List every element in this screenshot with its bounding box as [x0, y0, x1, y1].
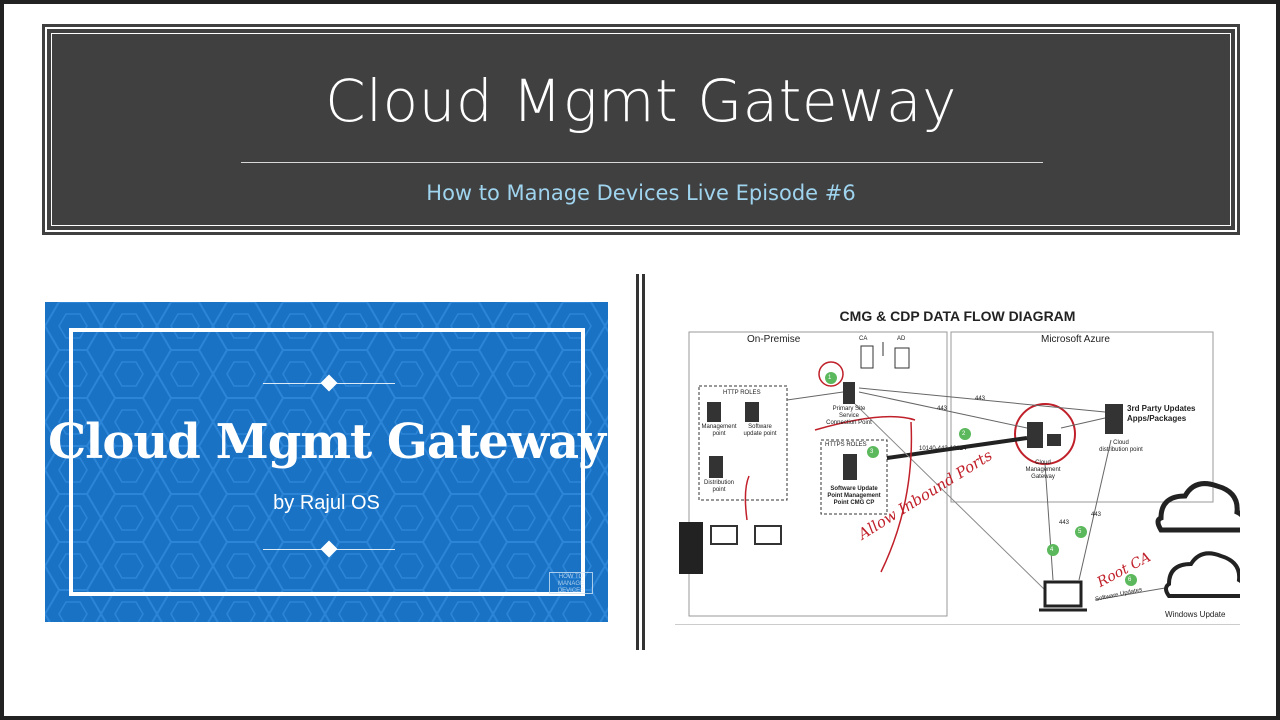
- distribution-point-label: Distribution point: [703, 480, 734, 493]
- cmg-label: Cloud Management Gateway: [1025, 460, 1061, 480]
- banner-subtitle: How to Manage Devices Live Episode #6: [426, 181, 856, 205]
- separator-line-right: [642, 274, 645, 650]
- diagram-title: CMG & CDP DATA FLOW DIAGRAM: [839, 308, 1076, 324]
- step-number: 2: [962, 431, 966, 437]
- diagram-drawing: [679, 331, 1240, 617]
- step-number: 4: [1050, 547, 1054, 553]
- third-party-label: 3rd Party Updates Apps/Packages: [1127, 404, 1196, 423]
- banner-divider: [241, 162, 1043, 163]
- step-number: 3: [870, 449, 874, 455]
- azure-label: Microsoft Azure: [1041, 334, 1110, 345]
- windows-update-label: Windows Update: [1165, 610, 1226, 619]
- cmg-cdp-data-flow-diagram: CMG & CDP DATA FLOW DIAGRAM On-Premise M…: [675, 300, 1240, 625]
- card-white-frame: [69, 328, 585, 596]
- step-number: 1: [828, 375, 832, 381]
- step-number: 5: [1078, 529, 1082, 535]
- ad-label: AD: [897, 336, 906, 342]
- management-point-label: Management point: [701, 424, 737, 437]
- port-label: 443: [975, 396, 986, 402]
- site-logo: HOW TO MANAGE DEVICES: [549, 572, 593, 594]
- https-roles-label: HTTPS ROLES: [825, 442, 867, 448]
- cmg-ports-label: 10140-443-10124: [919, 446, 967, 452]
- ca-label: CA: [859, 336, 868, 342]
- port-label: 443: [937, 406, 948, 412]
- separator-line-left: [636, 274, 639, 650]
- slide: Cloud Mgmt Gateway How to Manage Devices…: [4, 4, 1276, 716]
- port-label: 443: [1091, 512, 1102, 518]
- software-update-point-label: Software update point: [743, 424, 777, 437]
- banner-title: Cloud Mgmt Gateway: [325, 67, 957, 135]
- primary-site-label: Primary Site Service Connection Point: [826, 406, 872, 426]
- http-roles-label: HTTP ROLES: [723, 390, 761, 396]
- hexagon-pattern: [45, 302, 608, 622]
- sup-cmg-cp-label: Software Update Point Management Point C…: [827, 486, 881, 506]
- title-card-image: Cloud Mgmt Gateway by Rajul OS HOW TO MA…: [45, 302, 608, 622]
- card-author: by Rajul OS: [273, 492, 380, 514]
- port-label: 443: [1059, 520, 1070, 526]
- step-number: 6: [1128, 577, 1132, 583]
- cloud-dp-label: Cloud distribution point: [1099, 440, 1143, 453]
- card-title: Cloud Mgmt Gateway: [47, 414, 606, 470]
- on-premise-label: On-Premise: [747, 334, 801, 345]
- banner-inner-border: [51, 33, 1231, 226]
- title-banner: Cloud Mgmt Gateway How to Manage Devices…: [43, 25, 1239, 234]
